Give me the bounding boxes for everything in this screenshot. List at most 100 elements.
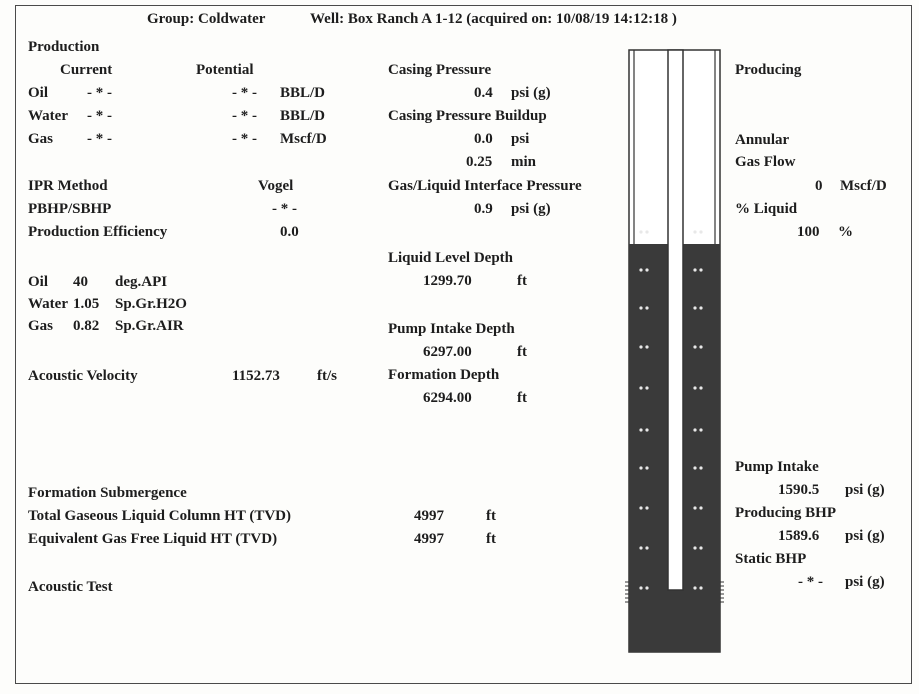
perforation-dot <box>645 268 649 272</box>
gas-unit: Mscf/D <box>280 131 327 147</box>
acoustic-test-label: Acoustic Test <box>28 579 113 595</box>
liquid-pct-label: % Liquid <box>735 201 798 217</box>
casing-pressure-value: 0.4 <box>474 85 493 101</box>
casing-buildup-time: 0.25 <box>466 154 493 170</box>
oil-potential: - * - <box>232 85 257 101</box>
gas-label: Gas <box>28 131 54 147</box>
equiv-column-unit: ft <box>486 531 496 547</box>
perforation-dot <box>639 306 643 310</box>
efficiency-label: Production Efficiency <box>28 224 168 240</box>
pump-intake-unit: psi (g) <box>845 482 885 498</box>
perforation-dot <box>699 546 703 550</box>
submergence-title: Formation Submergence <box>28 485 187 501</box>
perforation-dot <box>639 586 643 590</box>
perforation-dot <box>645 386 649 390</box>
perforation-dot <box>699 306 703 310</box>
gas-current: - * - <box>87 131 112 147</box>
producing-bhp-label: Producing BHP <box>735 505 836 521</box>
casing-buildup-label: Casing Pressure Buildup <box>388 108 547 124</box>
liquid-pct-unit: % <box>838 224 853 240</box>
perforation-dot <box>693 268 697 272</box>
perforation-dot <box>645 546 649 550</box>
liquid-pct-value: 100 <box>797 224 820 240</box>
current-header: Current <box>60 62 113 78</box>
interface-pressure-unit: psi (g) <box>511 201 551 217</box>
perforation-dot <box>645 586 649 590</box>
pbhp-label: PBHP/SBHP <box>28 201 112 217</box>
fluid-water-value: 1.05 <box>73 296 100 312</box>
static-bhp-unit: psi (g) <box>845 574 885 590</box>
liquid-level-unit: ft <box>517 273 527 289</box>
perforation-dot <box>693 386 697 390</box>
perforation-dot <box>693 230 697 234</box>
tubing <box>667 49 684 591</box>
perforation-dot <box>699 345 703 349</box>
oil-unit: BBL/D <box>280 85 326 101</box>
perforation-dot <box>693 428 697 432</box>
perforation-dot <box>693 345 697 349</box>
pump-depth-value: 6297.00 <box>423 344 472 360</box>
perforation-dot <box>639 428 643 432</box>
casing-buildup-time-unit: min <box>511 154 537 170</box>
interface-pressure-value: 0.9 <box>474 201 493 217</box>
pump-depth-label: Pump Intake Depth <box>388 321 515 337</box>
group-label: Group: Coldwater <box>147 11 266 27</box>
annulus-liquid-right <box>683 244 720 652</box>
perforation-dot <box>693 306 697 310</box>
perforation-dot <box>699 386 703 390</box>
formation-depth-unit: ft <box>517 390 527 406</box>
gas-flow-unit: Mscf/D <box>840 178 887 194</box>
perforation-dot <box>645 428 649 432</box>
perforation-dot <box>645 306 649 310</box>
fluid-oil-label: Oil <box>28 274 49 290</box>
water-potential: - * - <box>232 108 257 124</box>
well-label: Well: Box Ranch A 1-12 (acquired on: 10/… <box>310 11 677 27</box>
perforation-dot <box>639 386 643 390</box>
producing-status: Producing <box>735 62 802 78</box>
perforation-dot <box>693 586 697 590</box>
perforation-dot <box>699 586 703 590</box>
equiv-column-label: Equivalent Gas Free Liquid HT (TVD) <box>28 531 278 547</box>
perforation-dot <box>639 546 643 550</box>
perforation-dot <box>693 546 697 550</box>
total-column-value: 4997 <box>414 508 444 524</box>
perforation-dot <box>639 268 643 272</box>
efficiency-value: 0.0 <box>280 224 299 240</box>
gas-potential: - * - <box>232 131 257 147</box>
fluid-oil-value: 40 <box>73 274 88 290</box>
perforation-dot <box>639 466 643 470</box>
perforation-dot <box>645 506 649 510</box>
gas-flow-label: Gas Flow <box>735 154 796 170</box>
oil-current: - * - <box>87 85 112 101</box>
casing-pressure-label: Casing Pressure <box>388 62 492 78</box>
liquid-level-label: Liquid Level Depth <box>388 250 514 266</box>
production-title: Production <box>28 39 100 55</box>
ipr-method-label: IPR Method <box>28 178 108 194</box>
static-bhp-label: Static BHP <box>735 551 807 567</box>
perforation-dot <box>645 230 649 234</box>
formation-depth-label: Formation Depth <box>388 367 500 383</box>
perforation-dot <box>639 506 643 510</box>
gas-flow-value: 0 <box>815 178 823 194</box>
casing-buildup-value: 0.0 <box>474 131 493 147</box>
report-frame <box>15 5 912 684</box>
pbhp-value: - * - <box>272 201 297 217</box>
perforation-dot <box>693 506 697 510</box>
perforation-dot <box>699 506 703 510</box>
producing-bhp-value: 1589.6 <box>778 528 820 544</box>
water-unit: BBL/D <box>280 108 326 124</box>
fluid-gas-label: Gas <box>28 318 54 334</box>
producing-bhp-unit: psi (g) <box>845 528 885 544</box>
perforation-dot <box>639 230 643 234</box>
perforation-dot <box>645 466 649 470</box>
perforation-dot <box>699 268 703 272</box>
acoustic-velocity-unit: ft/s <box>317 368 337 384</box>
perforation-dot <box>699 466 703 470</box>
pump-intake-label: Pump Intake <box>735 459 819 475</box>
casing-buildup-unit: psi <box>511 131 530 147</box>
static-bhp-value: - * - <box>798 574 823 590</box>
equiv-column-value: 4997 <box>414 531 444 547</box>
fluid-water-unit: Sp.Gr.H2O <box>115 296 187 312</box>
liquid-level-value: 1299.70 <box>423 273 472 289</box>
